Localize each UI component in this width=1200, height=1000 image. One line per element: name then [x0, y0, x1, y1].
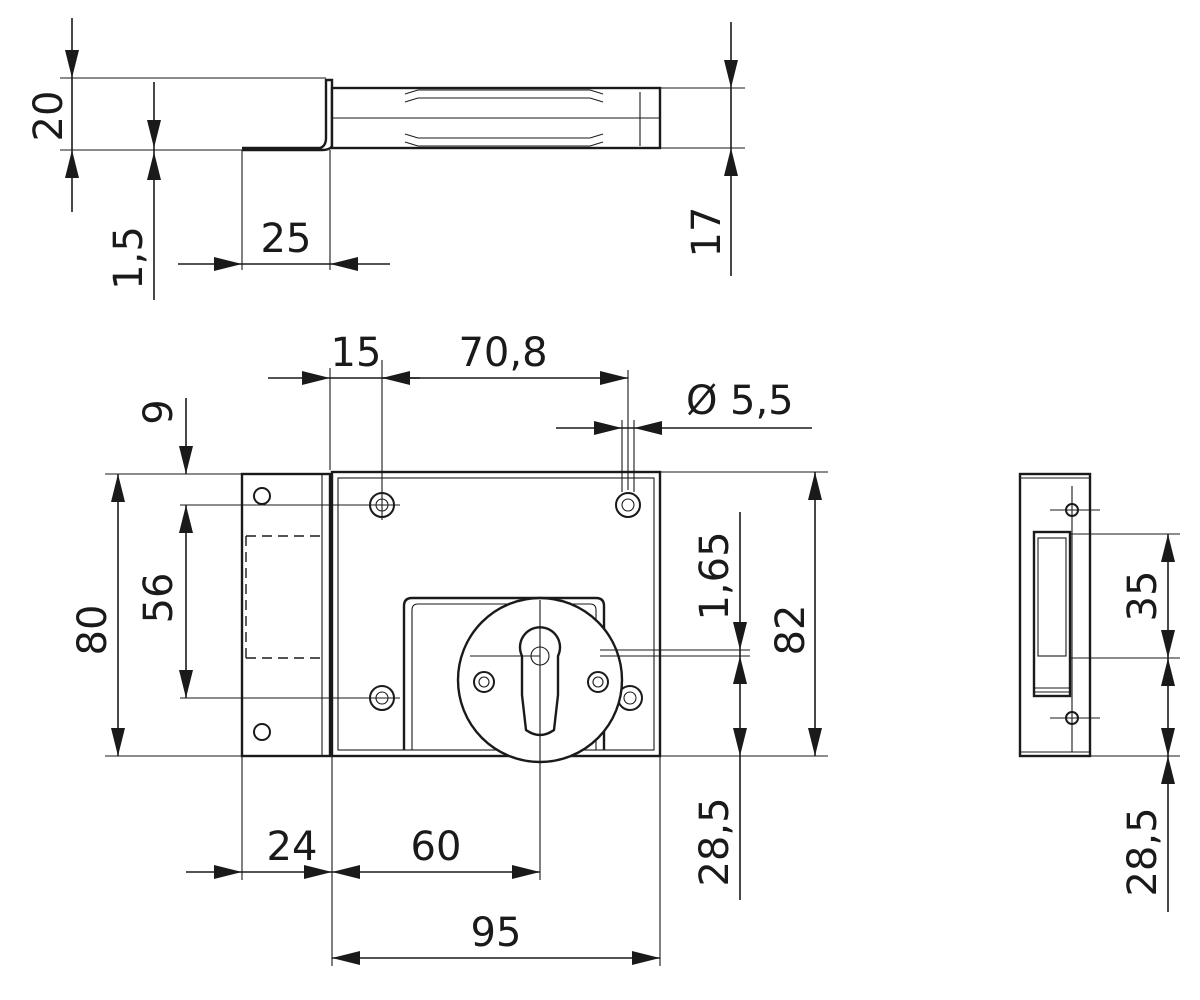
- front-view-flange: [240, 472, 332, 758]
- front-view: 15 70,8 Ø 5,5 9 56 80 1,65 82: [70, 330, 828, 966]
- flange-hole: [253, 723, 271, 741]
- dim-15-label: 15: [331, 330, 382, 376]
- dim-70-8-label: 70,8: [458, 330, 547, 376]
- top-view: 20 1,5 25 17: [26, 18, 745, 300]
- mounting-hole: [615, 492, 641, 518]
- dim-17-label: 17: [684, 207, 730, 258]
- front-view-cutout: [402, 596, 606, 750]
- dim-1-65-label: 1,65: [692, 531, 738, 620]
- dim-24-label: 24: [267, 824, 318, 870]
- dim-56-label: 56: [136, 573, 182, 624]
- side-view: 35 28,5: [1018, 472, 1180, 912]
- dim-20-label: 20: [26, 91, 72, 142]
- dim-28-5-side-label: 28,5: [1120, 807, 1166, 896]
- top-view-plate: [242, 78, 334, 152]
- dim-9-label: 9: [136, 399, 182, 424]
- dim-82-label: 82: [768, 605, 814, 656]
- dim-80-label: 80: [70, 605, 116, 656]
- keyhole: [518, 626, 562, 737]
- dim-25-label: 25: [261, 216, 312, 262]
- dim-35-label: 35: [1120, 571, 1166, 622]
- flange-hole: [253, 487, 271, 505]
- dim-1-5-label: 1,5: [106, 226, 152, 290]
- dim-28-5-label: 28,5: [692, 797, 738, 886]
- dim-diameter-symbol: Ø: [686, 378, 717, 424]
- dim-5-5-label: 5,5: [730, 378, 794, 424]
- side-view-bolt: [1032, 530, 1072, 698]
- dim-60-label: 60: [411, 824, 462, 870]
- dim-95-label: 95: [471, 910, 522, 956]
